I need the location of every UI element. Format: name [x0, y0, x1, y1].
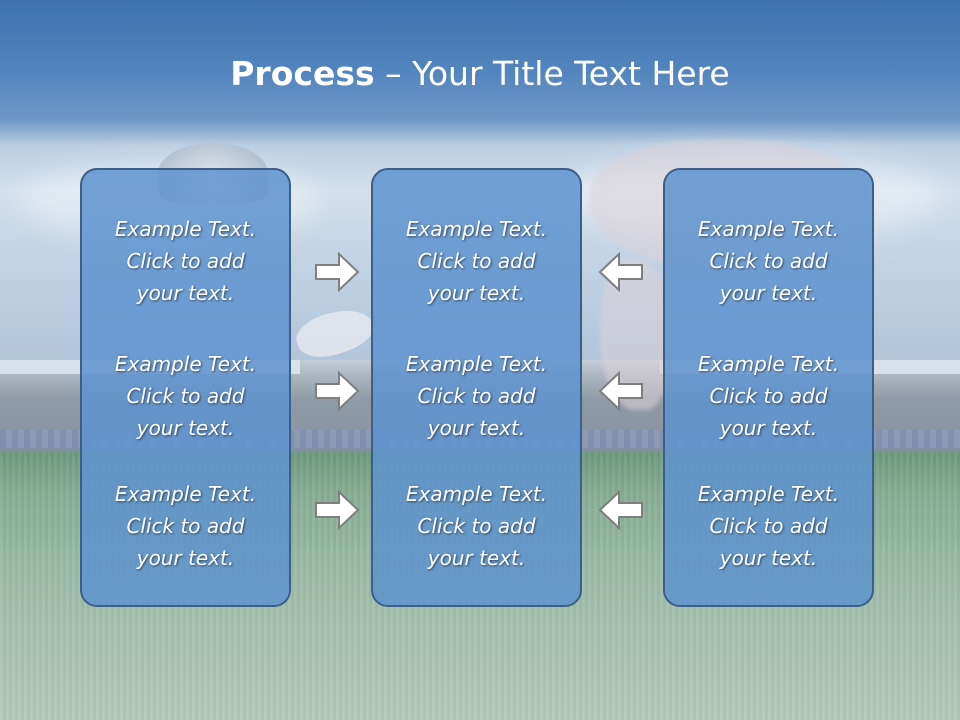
- text-line: Example Text.: [697, 217, 840, 241]
- text-line: Click to add: [417, 514, 536, 538]
- right-arrow-icon[interactable]: [314, 251, 360, 293]
- text-line: Example Text.: [697, 482, 840, 506]
- text-line: Example Text.: [114, 217, 257, 241]
- text-line: your text.: [427, 546, 526, 570]
- left-arrow-icon[interactable]: [598, 370, 644, 412]
- text-placeholder[interactable]: Example Text. Click to add your text.: [373, 213, 580, 309]
- text-placeholder[interactable]: Example Text. Click to add your text.: [82, 478, 289, 574]
- text-line: your text.: [427, 281, 526, 305]
- text-line: your text.: [719, 546, 818, 570]
- text-line: your text.: [427, 416, 526, 440]
- text-placeholder[interactable]: Example Text. Click to add your text.: [82, 348, 289, 444]
- slide-title[interactable]: Process – Your Title Text Here: [0, 52, 960, 96]
- text-line: Click to add: [709, 514, 828, 538]
- text-line: your text.: [136, 416, 235, 440]
- process-box-right[interactable]: Example Text. Click to add your text. Ex…: [663, 168, 874, 607]
- text-line: Click to add: [417, 384, 536, 408]
- text-placeholder[interactable]: Example Text. Click to add your text.: [665, 348, 872, 444]
- title-rest: – Your Title Text Here: [374, 54, 730, 93]
- text-line: Click to add: [417, 249, 536, 273]
- text-line: Click to add: [126, 514, 245, 538]
- text-line: Click to add: [126, 384, 245, 408]
- text-line: Example Text.: [405, 217, 548, 241]
- text-placeholder[interactable]: Example Text. Click to add your text.: [82, 213, 289, 309]
- text-line: your text.: [719, 416, 818, 440]
- text-line: Click to add: [709, 249, 828, 273]
- text-placeholder[interactable]: Example Text. Click to add your text.: [373, 348, 580, 444]
- text-line: Click to add: [126, 249, 245, 273]
- text-line: your text.: [136, 546, 235, 570]
- title-bold: Process: [230, 54, 375, 93]
- process-box-left[interactable]: Example Text. Click to add your text. Ex…: [80, 168, 291, 607]
- text-line: your text.: [719, 281, 818, 305]
- text-line: Example Text.: [697, 352, 840, 376]
- left-arrow-icon[interactable]: [598, 251, 644, 293]
- text-line: Example Text.: [405, 352, 548, 376]
- text-placeholder[interactable]: Example Text. Click to add your text.: [665, 478, 872, 574]
- text-placeholder[interactable]: Example Text. Click to add your text.: [665, 213, 872, 309]
- text-placeholder[interactable]: Example Text. Click to add your text.: [373, 478, 580, 574]
- right-arrow-icon[interactable]: [314, 370, 360, 412]
- text-line: Click to add: [709, 384, 828, 408]
- right-arrow-icon[interactable]: [314, 489, 360, 531]
- text-line: Example Text.: [114, 352, 257, 376]
- text-line: Example Text.: [405, 482, 548, 506]
- process-box-center[interactable]: Example Text. Click to add your text. Ex…: [371, 168, 582, 607]
- text-line: your text.: [136, 281, 235, 305]
- text-line: Example Text.: [114, 482, 257, 506]
- left-arrow-icon[interactable]: [598, 489, 644, 531]
